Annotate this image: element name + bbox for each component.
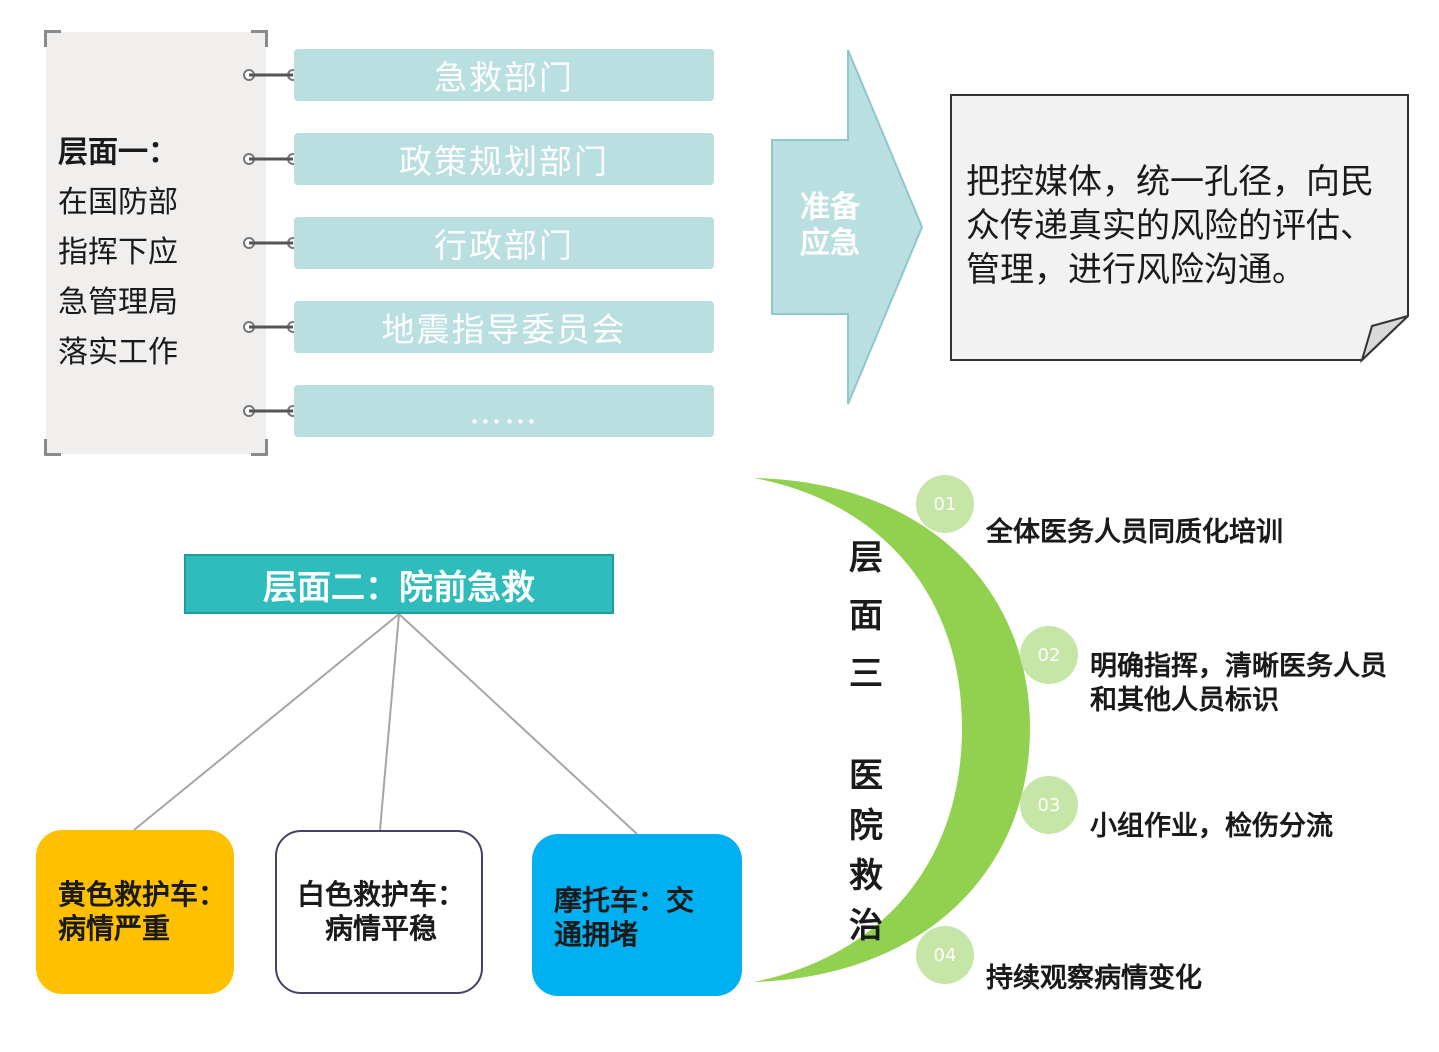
vertical-char: 面: [849, 596, 883, 636]
vertical-char: 层: [849, 538, 883, 578]
green-crescent: [754, 478, 1030, 982]
level-three-label: 层 面 三: [846, 530, 886, 704]
hospital-treatment-label: 医 院 救 治: [846, 748, 886, 948]
dept-bar-earthquake-committee: 地震指导委员会: [294, 301, 714, 353]
box-line: 通拥堵: [554, 918, 639, 951]
step-text: 持续观察病情变化: [986, 963, 1202, 994]
vertical-char: 三: [849, 654, 883, 694]
white-ambulance-box: 白色救护车： 病情平稳: [275, 830, 483, 994]
level-one-line: 指挥下应: [58, 235, 178, 270]
motorcycle-box: 摩托车：交 通拥堵: [532, 834, 742, 996]
step-item: 全体医务人员同质化培训: [986, 516, 1283, 550]
step-text: 和其他人员标识: [1090, 685, 1279, 716]
box-line: 摩托车：交: [554, 884, 695, 917]
vertical-char: 治: [849, 906, 883, 946]
note-box: [950, 94, 1409, 364]
corner-bracket: [251, 439, 268, 456]
step-item: 小组作业，检伤分流: [1090, 810, 1333, 844]
level-one-line: 落实工作: [58, 335, 178, 370]
step-number-badge: 01: [916, 475, 974, 533]
level-two-header: 层面二：院前急救: [184, 554, 614, 614]
prepare-arrow: [771, 49, 924, 405]
yellow-ambulance-box: 黄色救护车： 病情严重: [36, 830, 234, 994]
arrow-label: 准备 应急: [790, 190, 870, 262]
step-text: 明确指挥，清晰医务人员: [1090, 651, 1387, 682]
step-number-badge: 02: [1020, 626, 1078, 684]
box-line: 白色救护车：: [297, 878, 466, 911]
arrow-label-line: 准备: [800, 190, 860, 225]
step-number-badge: 03: [1020, 776, 1078, 834]
box-line: 黄色救护车：: [58, 878, 227, 911]
level-one-line: 在国防部: [58, 185, 178, 220]
vertical-char: 医: [849, 756, 883, 796]
box-line: 病情严重: [58, 912, 171, 945]
level-one-text: 层面一： 在国防部 指挥下应 急管理局 落实工作: [58, 128, 258, 378]
box-line: 病情平稳: [324, 912, 437, 945]
note-text: 把控媒体，统一孔径，向民众传递真实的风险的评估、管理，进行风险沟通。: [966, 162, 1374, 290]
dept-bar-administration: 行政部门: [294, 217, 714, 269]
vertical-char: 院: [849, 806, 883, 846]
level-one-panel: 层面一： 在国防部 指挥下应 急管理局 落实工作: [44, 30, 268, 456]
step-number-badge: 04: [916, 926, 974, 984]
step-item: 持续观察病情变化: [986, 962, 1202, 996]
level-one-title: 层面一：: [58, 135, 178, 170]
step-item: 明确指挥，清晰医务人员 和其他人员标识: [1090, 650, 1387, 718]
dept-bar-emergency: 急救部门: [294, 49, 714, 101]
corner-bracket: [44, 30, 61, 47]
corner-bracket: [251, 30, 268, 47]
step-text: 全体医务人员同质化培训: [986, 517, 1283, 548]
step-text: 小组作业，检伤分流: [1090, 811, 1333, 842]
corner-bracket: [44, 439, 61, 456]
arrow-label-line: 应急: [800, 226, 860, 261]
level-one-line: 急管理局: [58, 285, 178, 320]
dept-bar-more: ……: [294, 385, 714, 437]
vertical-char: 救: [849, 856, 883, 896]
dept-bar-policy-planning: 政策规划部门: [294, 133, 714, 185]
